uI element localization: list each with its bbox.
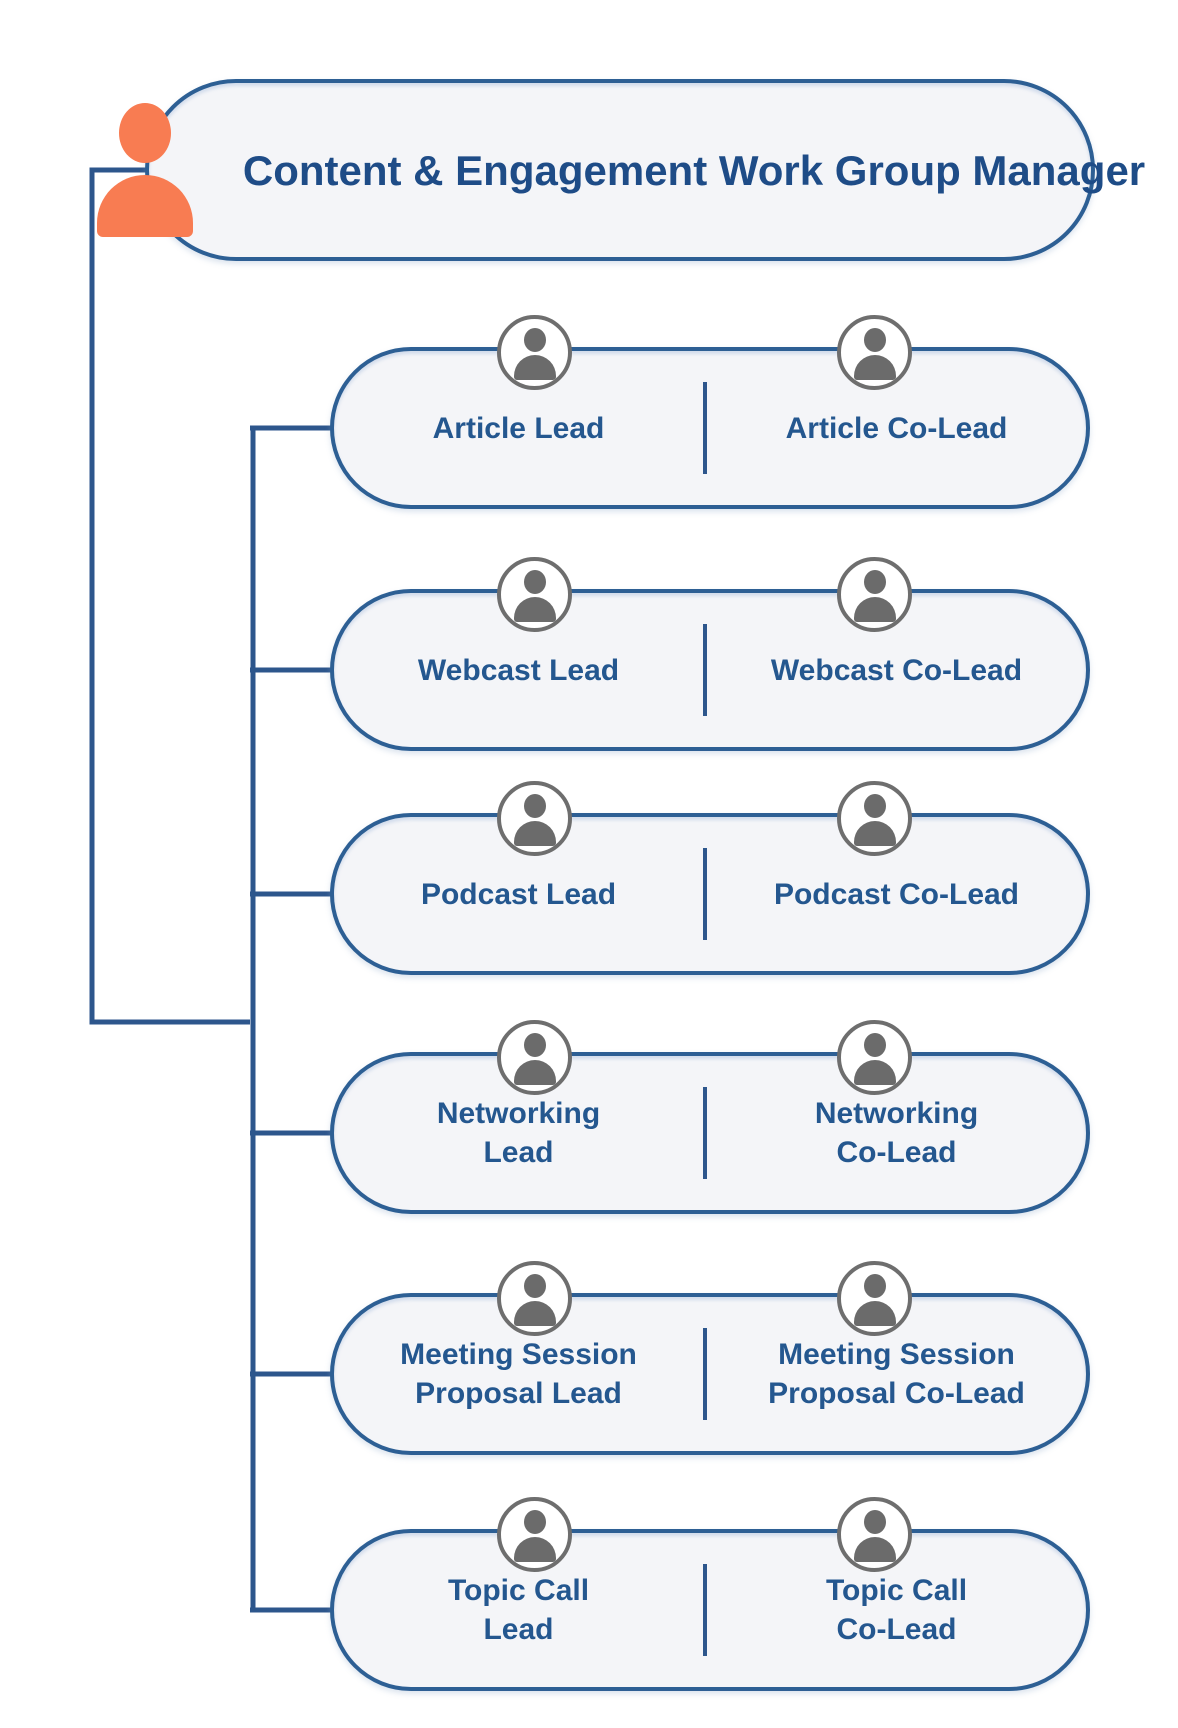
colead-label: Topic Call Co-Lead bbox=[825, 1574, 968, 1646]
manager-title-line1: Content & Engagement bbox=[242, 146, 708, 194]
divider bbox=[703, 1564, 707, 1656]
node-topic-call: Topic Call Lead Topic Call Co-Lead bbox=[330, 1497, 1090, 1691]
node-webcast: Webcast Lead Webcast Co-Lead bbox=[330, 557, 1090, 751]
person-icon bbox=[837, 1497, 912, 1572]
lead-label: Networking Lead bbox=[436, 1097, 601, 1169]
colead-label: Meeting Session Proposal Co-Lead bbox=[768, 1338, 1025, 1410]
node-podcast: Podcast Lead Podcast Co-Lead bbox=[330, 781, 1090, 975]
divider bbox=[703, 382, 707, 474]
manager-node: Content & Engagement Work Group Manager bbox=[96, 79, 1145, 261]
manager-to-trunk-connector bbox=[89, 167, 250, 1025]
lead-label: Podcast Lead bbox=[420, 877, 617, 911]
divider bbox=[703, 848, 707, 940]
person-icon bbox=[497, 1020, 572, 1095]
divider bbox=[703, 1087, 707, 1179]
colead-label: Article Co-Lead bbox=[785, 411, 1008, 445]
node-networking: Networking Lead Networking Co-Lead bbox=[330, 1020, 1090, 1214]
person-icon bbox=[837, 1261, 912, 1336]
divider bbox=[703, 1328, 707, 1420]
person-icon bbox=[497, 781, 572, 856]
node-meeting-session-proposal: Meeting Session Proposal Lead Meeting Se… bbox=[330, 1261, 1090, 1455]
person-icon bbox=[497, 1261, 572, 1336]
person-icon bbox=[837, 557, 912, 632]
manager-title: Content & Engagement Work Group Manager bbox=[243, 144, 1145, 197]
person-icon bbox=[837, 315, 912, 390]
person-icon bbox=[497, 1497, 572, 1572]
person-icon bbox=[497, 557, 572, 632]
person-icon-orange bbox=[95, 103, 195, 237]
manager-title-line2: Work Group Manager bbox=[718, 146, 1146, 194]
colead-label: Networking Co-Lead bbox=[814, 1097, 979, 1169]
person-icon bbox=[837, 1020, 912, 1095]
lead-label: Article Lead bbox=[432, 411, 605, 445]
colead-label: Podcast Co-Lead bbox=[773, 877, 1020, 911]
lead-label: Topic Call Lead bbox=[447, 1574, 590, 1646]
colead-label: Webcast Co-Lead bbox=[770, 653, 1023, 687]
lead-label: Meeting Session Proposal Lead bbox=[400, 1338, 637, 1410]
person-icon bbox=[497, 315, 572, 390]
divider bbox=[703, 624, 707, 716]
lead-label: Webcast Lead bbox=[417, 653, 620, 687]
person-icon bbox=[837, 781, 912, 856]
node-article: Article Lead Article Co-Lead bbox=[330, 315, 1090, 509]
